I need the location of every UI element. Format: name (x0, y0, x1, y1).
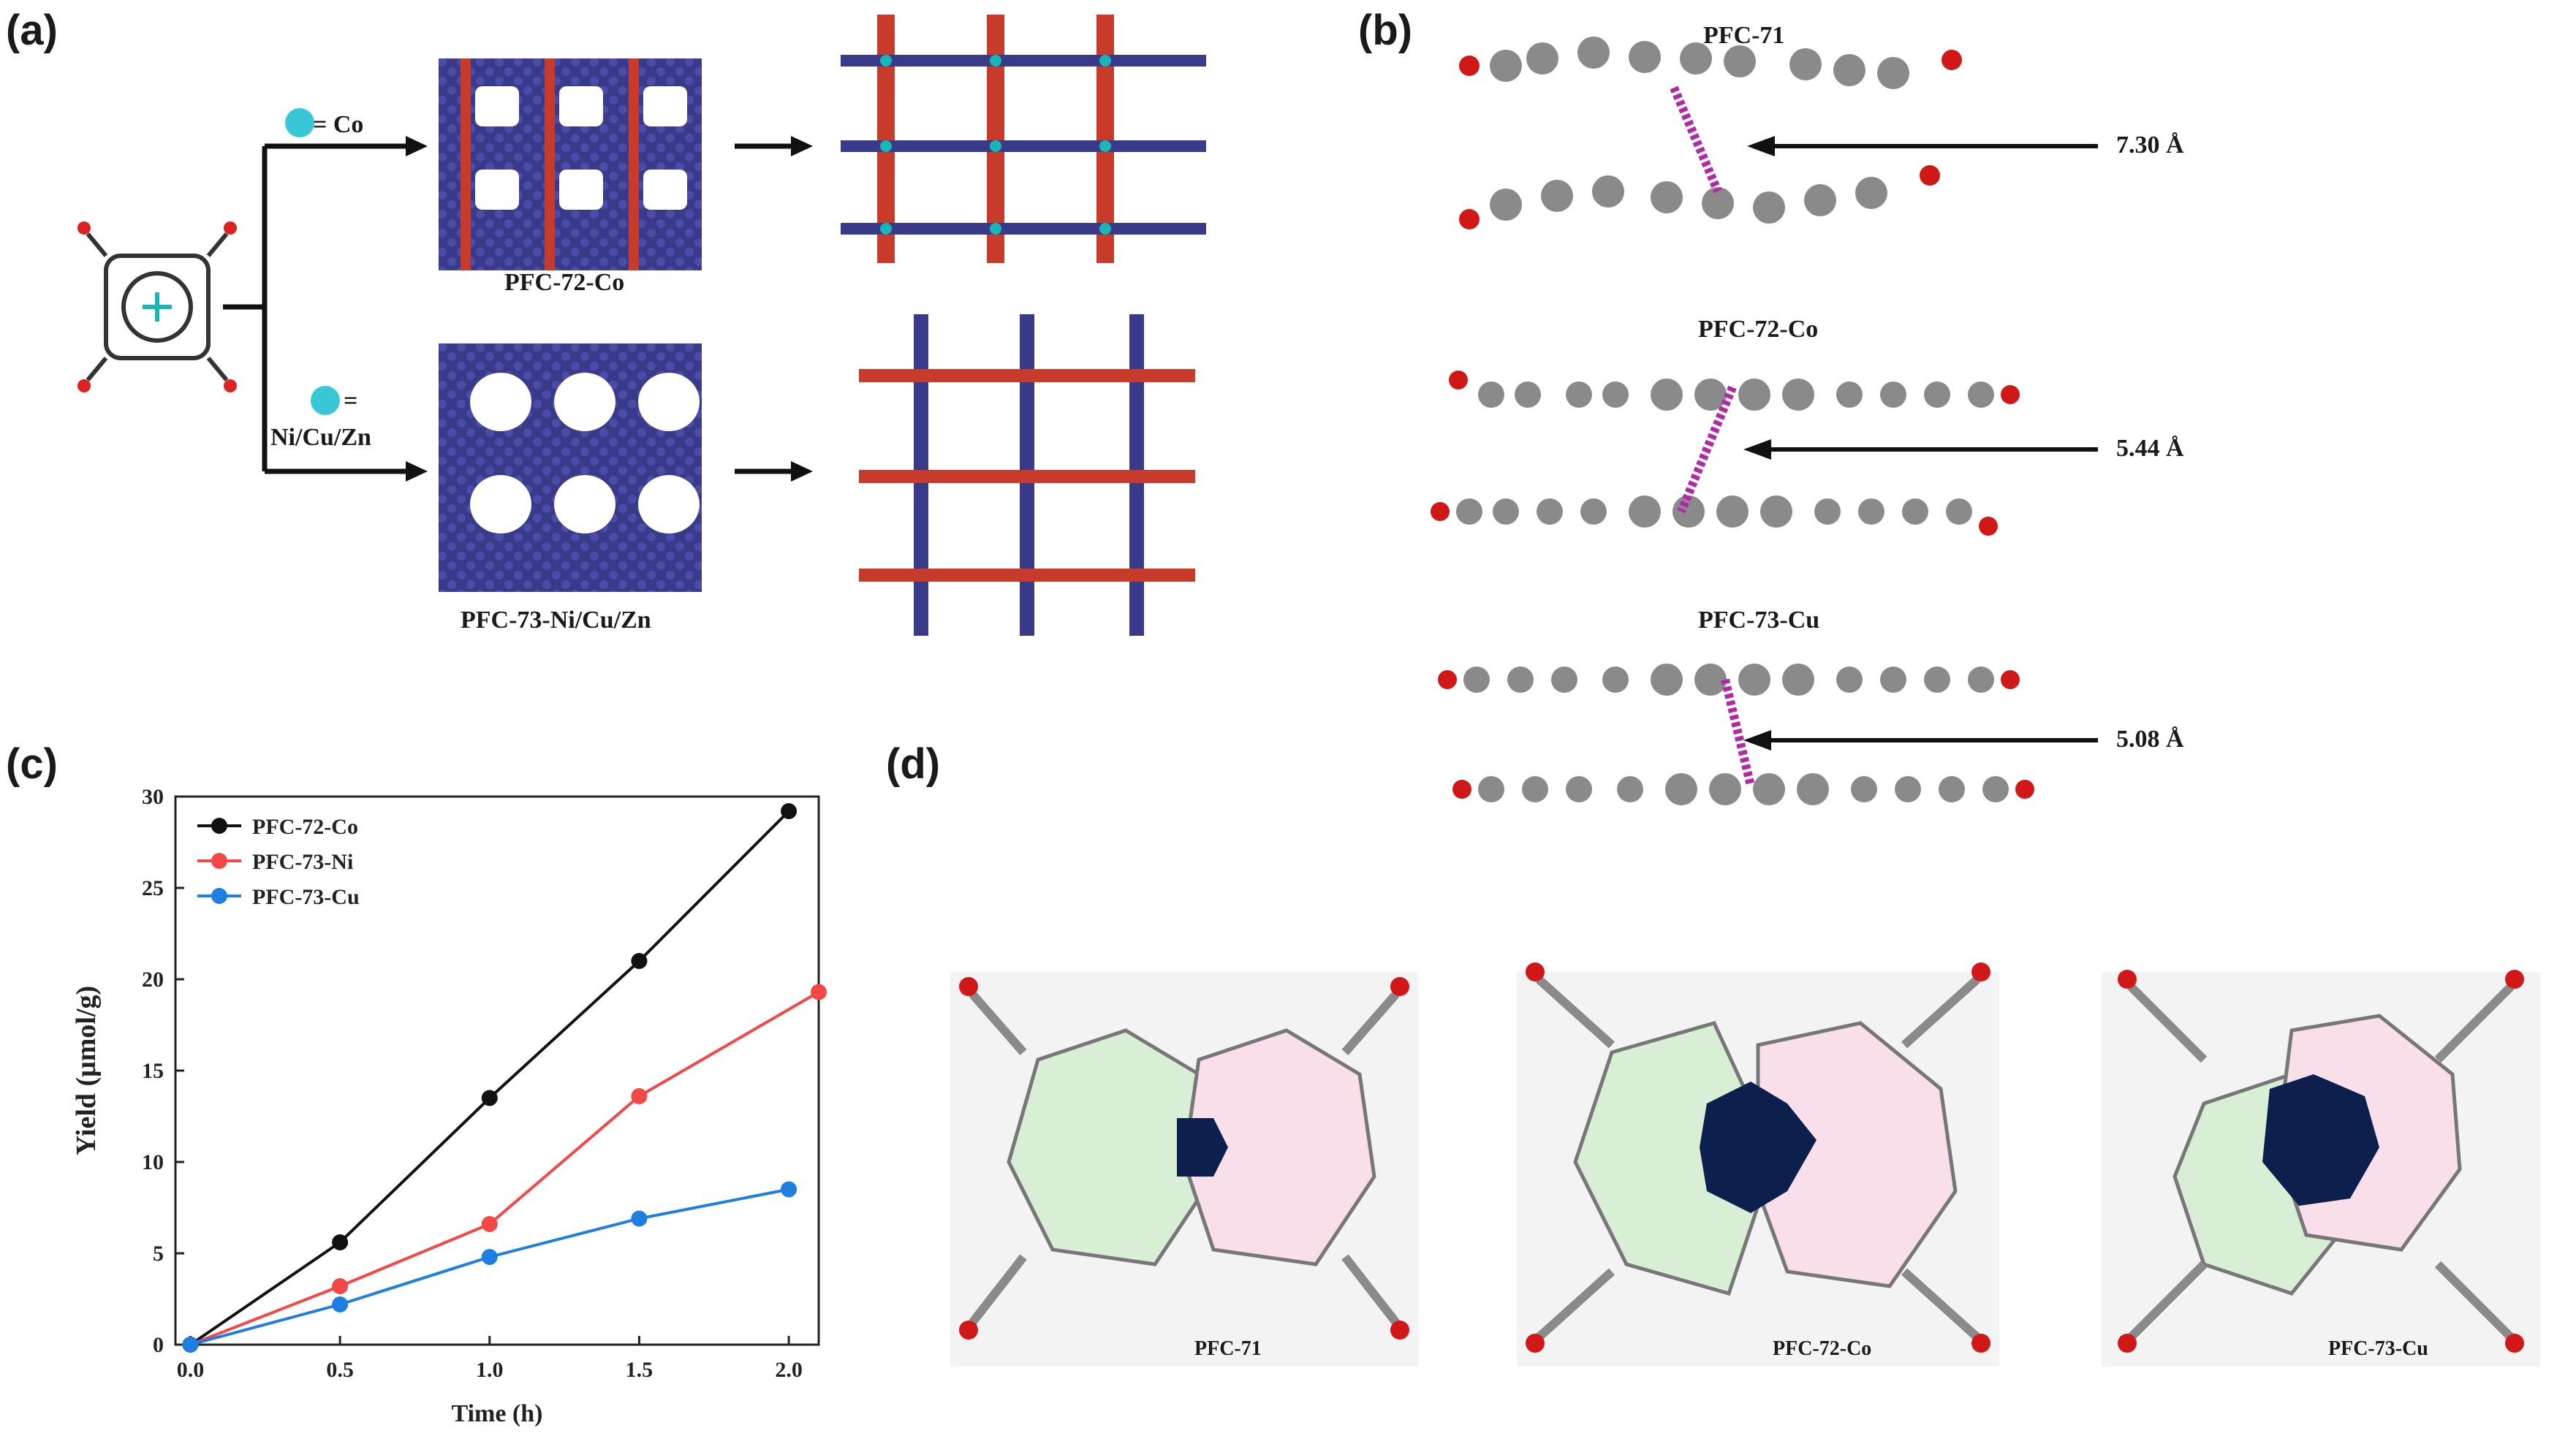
dimer-label-pfc-71: PFC-71 (1703, 22, 1785, 49)
y-tick-label: 5 (153, 1242, 164, 1266)
pfc-72-co-framework (439, 58, 702, 270)
panel-d-figure (950, 962, 2540, 1367)
dimer-label-pfc-72-co: PFC-72-Co (1698, 316, 1819, 343)
top-view-label-pfc-71: PFC-71 (1194, 1337, 1262, 1360)
branch-arrows (223, 143, 409, 474)
pfc-72-co-grid (841, 15, 1206, 263)
x-tick-label: 0.0 (177, 1358, 205, 1382)
distance-label-pfc-73-cu: 5.08 Å (2116, 726, 2184, 753)
pfc-73-grid (859, 314, 1195, 636)
panel-b-letter: (b) (1358, 7, 1413, 54)
dimer-pfc-71 (1459, 37, 1962, 229)
porphyrin-linker-icon (77, 221, 237, 392)
structure-label-pfc-72-co: PFC-72-Co (504, 269, 625, 296)
dimer-label-pfc-73-cu: PFC-73-Cu (1698, 607, 1820, 634)
legend-marker-pfc-73-cu (211, 888, 227, 904)
branch-bottom-label-metals: Ni/Cu/Zn (270, 424, 371, 451)
y-tick-label: 10 (142, 1150, 164, 1174)
top-view-pfc-73-cu (2102, 970, 2540, 1367)
cobalt-sphere-icon (285, 108, 314, 137)
x-tick-label: 0.5 (326, 1358, 354, 1382)
x-tick-label: 2.0 (775, 1358, 803, 1382)
top-view-pfc-71 (950, 972, 1418, 1367)
top-view-pfc-72-co (1517, 962, 1999, 1367)
x-axis-label: Time (h) (452, 1400, 543, 1427)
data-point-pfc-73-ni (631, 1088, 648, 1104)
dimer-pfc-73-cu (1438, 664, 2034, 805)
data-point-pfc-73-ni (481, 1216, 498, 1232)
legend-label-pfc-72-co: PFC-72-Co (252, 815, 358, 839)
metal-sphere-icon (311, 386, 340, 415)
data-point-pfc-73-cu (481, 1249, 498, 1265)
series-line-pfc-73-cu (189, 1188, 789, 1346)
legend-marker-pfc-72-co (211, 818, 227, 834)
data-point-pfc-73-cu (631, 1210, 648, 1227)
panel-d-letter: (d) (886, 740, 941, 788)
panel-d: PFC-71 PFC-72-Co PFC-73-Cu (950, 906, 2576, 1432)
panel-a: = Co = Ni/Cu/Zn PFC-72-Co PFC-73-Ni/Cu/Z… (0, 0, 1345, 702)
y-tick-label: 0 (153, 1333, 164, 1357)
top-view-label-pfc-72-co: PFC-72-Co (1773, 1337, 1872, 1360)
panel-b-figure (1431, 37, 2098, 805)
legend-label-pfc-73-ni: PFC-73-Ni (252, 850, 353, 874)
panel-b: PFC-71 7.30 Å PFC-72-Co 5.44 Å PFC-73-Cu… (1425, 0, 2576, 862)
data-point-pfc-72-co (332, 1234, 349, 1250)
y-tick-label: 30 (142, 785, 164, 809)
series-line-pfc-73-ni (189, 990, 820, 1346)
pfc-73-framework (439, 343, 702, 592)
panel-a-figure (77, 15, 1206, 636)
distance-label-pfc-72-co: 5.44 Å (2116, 435, 2184, 462)
legend-marker-pfc-73-ni (211, 853, 227, 869)
data-point-pfc-72-co (631, 953, 648, 969)
panel-a-letter: (a) (6, 7, 58, 54)
y-axis-label: Yield (μmol/g) (71, 986, 102, 1155)
y-tick-label: 20 (142, 968, 164, 992)
distance-label-pfc-71: 7.30 Å (2116, 132, 2184, 159)
data-point-pfc-73-ni (332, 1278, 349, 1294)
branch-top-label: = Co (313, 111, 364, 138)
branch-bottom-label-eq: = (344, 387, 358, 414)
data-point-pfc-72-co (481, 1090, 498, 1106)
structure-label-pfc-73: PFC-73-Ni/Cu/Zn (461, 607, 651, 634)
legend-label-pfc-73-cu: PFC-73-Cu (252, 885, 360, 909)
data-point-pfc-73-cu (332, 1296, 349, 1312)
data-point-pfc-73-cu (781, 1181, 798, 1198)
top-view-label-pfc-73-cu: PFC-73-Cu (2328, 1337, 2428, 1360)
data-point-pfc-73-ni (811, 984, 827, 1000)
y-tick-label: 25 (142, 876, 164, 900)
data-point-pfc-73-cu (182, 1337, 199, 1353)
x-tick-label: 1.5 (626, 1358, 654, 1382)
y-tick-label: 15 (142, 1059, 164, 1083)
x-tick-label: 1.0 (476, 1358, 504, 1382)
dimer-pfc-72-co (1431, 371, 2020, 536)
data-point-pfc-72-co (781, 803, 798, 819)
panel-c-letter: (c) (6, 740, 58, 788)
